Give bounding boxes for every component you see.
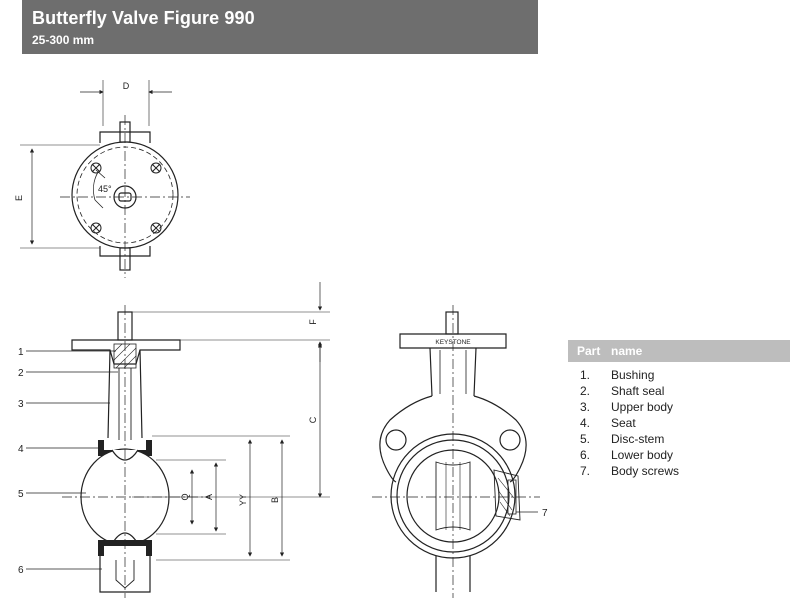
dim-d-label: D (123, 81, 130, 91)
callout-4: 4 (18, 444, 24, 455)
callout-1: 1 (18, 347, 24, 358)
dim-q-label: Q (180, 493, 190, 500)
callout-3: 3 (18, 399, 24, 410)
dim-f-label: F (308, 319, 318, 325)
dim-e-label: E (14, 195, 24, 201)
table-row: 6.Lower body (580, 448, 674, 462)
table-row: 7.Body screws (580, 464, 680, 478)
dim-a-label: A (204, 494, 214, 500)
top-view (20, 80, 190, 278)
callout-5: 5 (18, 489, 24, 500)
table-row: 3.Upper body (580, 400, 674, 414)
front-view (372, 305, 540, 598)
parts-table: Part name 1.Bushing 2.Shaft seal 3.Upper… (568, 340, 790, 478)
table-row: 5.Disc-stem (580, 432, 665, 446)
brand-plate: KEYSTONE (435, 339, 471, 346)
table-row: 4.Seat (580, 416, 636, 430)
callout-7: 7 (542, 508, 548, 519)
parts-table-header: Part name (568, 340, 790, 362)
header-part: Part (577, 344, 601, 358)
page-title: Butterfly Valve Figure 990 (32, 8, 255, 28)
dim-yy-label: YY (238, 494, 248, 506)
table-row: 1.Bushing (580, 368, 655, 382)
callout-6: 6 (18, 565, 24, 576)
page-subtitle: 25-300 mm (32, 33, 95, 47)
callout-2: 2 (18, 368, 24, 379)
side-view (26, 282, 330, 598)
header-name: name (611, 344, 643, 358)
title-banner: Butterfly Valve Figure 990 25-300 mm (22, 0, 538, 54)
angle-label: 45° (98, 184, 112, 194)
dim-b-label: B (270, 497, 280, 503)
table-row: 2.Shaft seal (580, 384, 665, 398)
dim-c-label: C (308, 416, 318, 423)
